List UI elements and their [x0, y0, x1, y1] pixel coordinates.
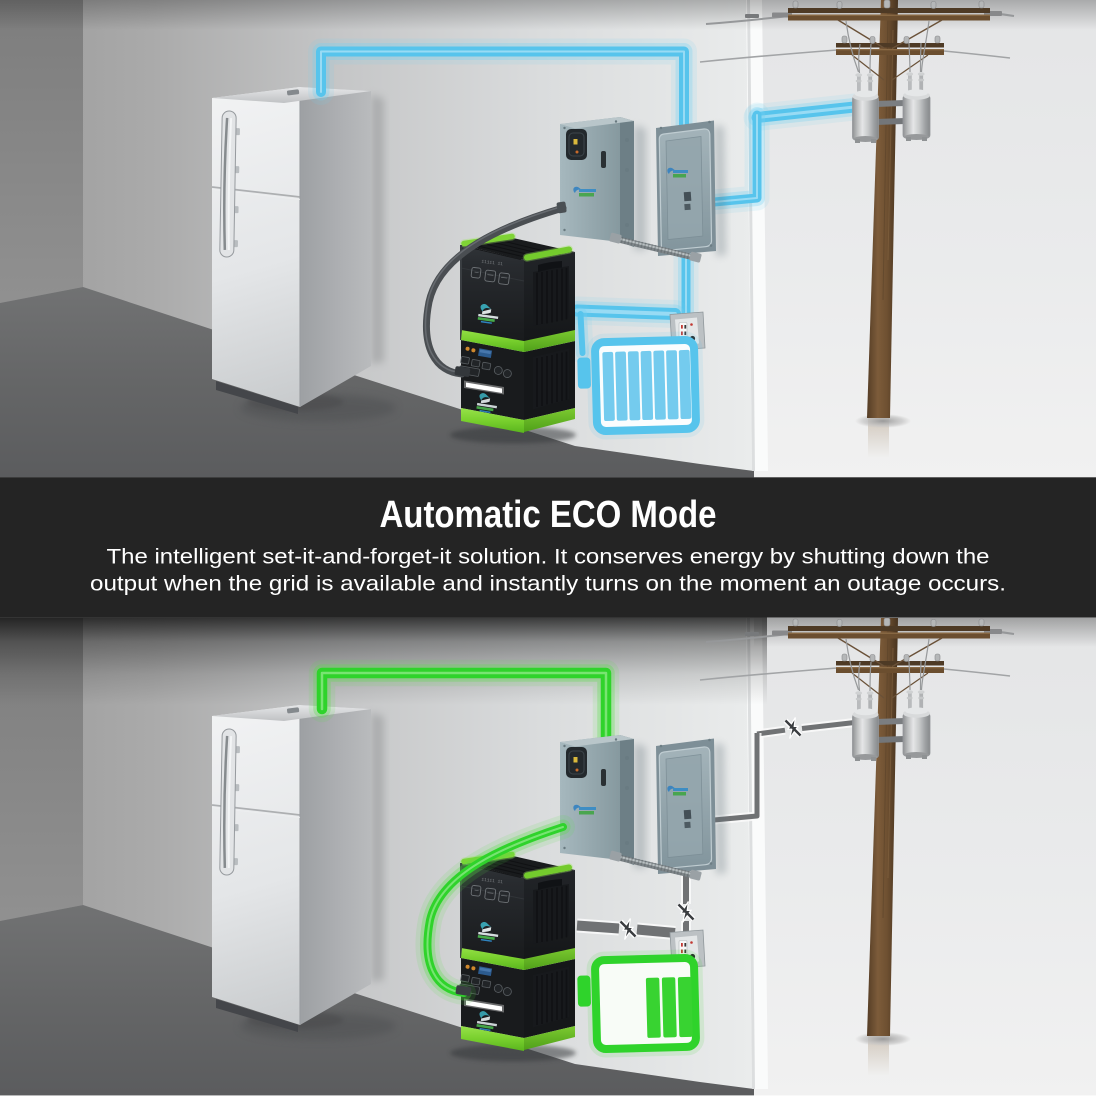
svg-text:output when the grid is availa: output when the grid is available and in…	[90, 573, 1006, 596]
svg-text:The intelligent set-it-and-for: The intelligent set-it-and-forget-it sol…	[107, 546, 990, 569]
svg-text:Automatic ECO Mode: Automatic ECO Mode	[380, 494, 717, 536]
